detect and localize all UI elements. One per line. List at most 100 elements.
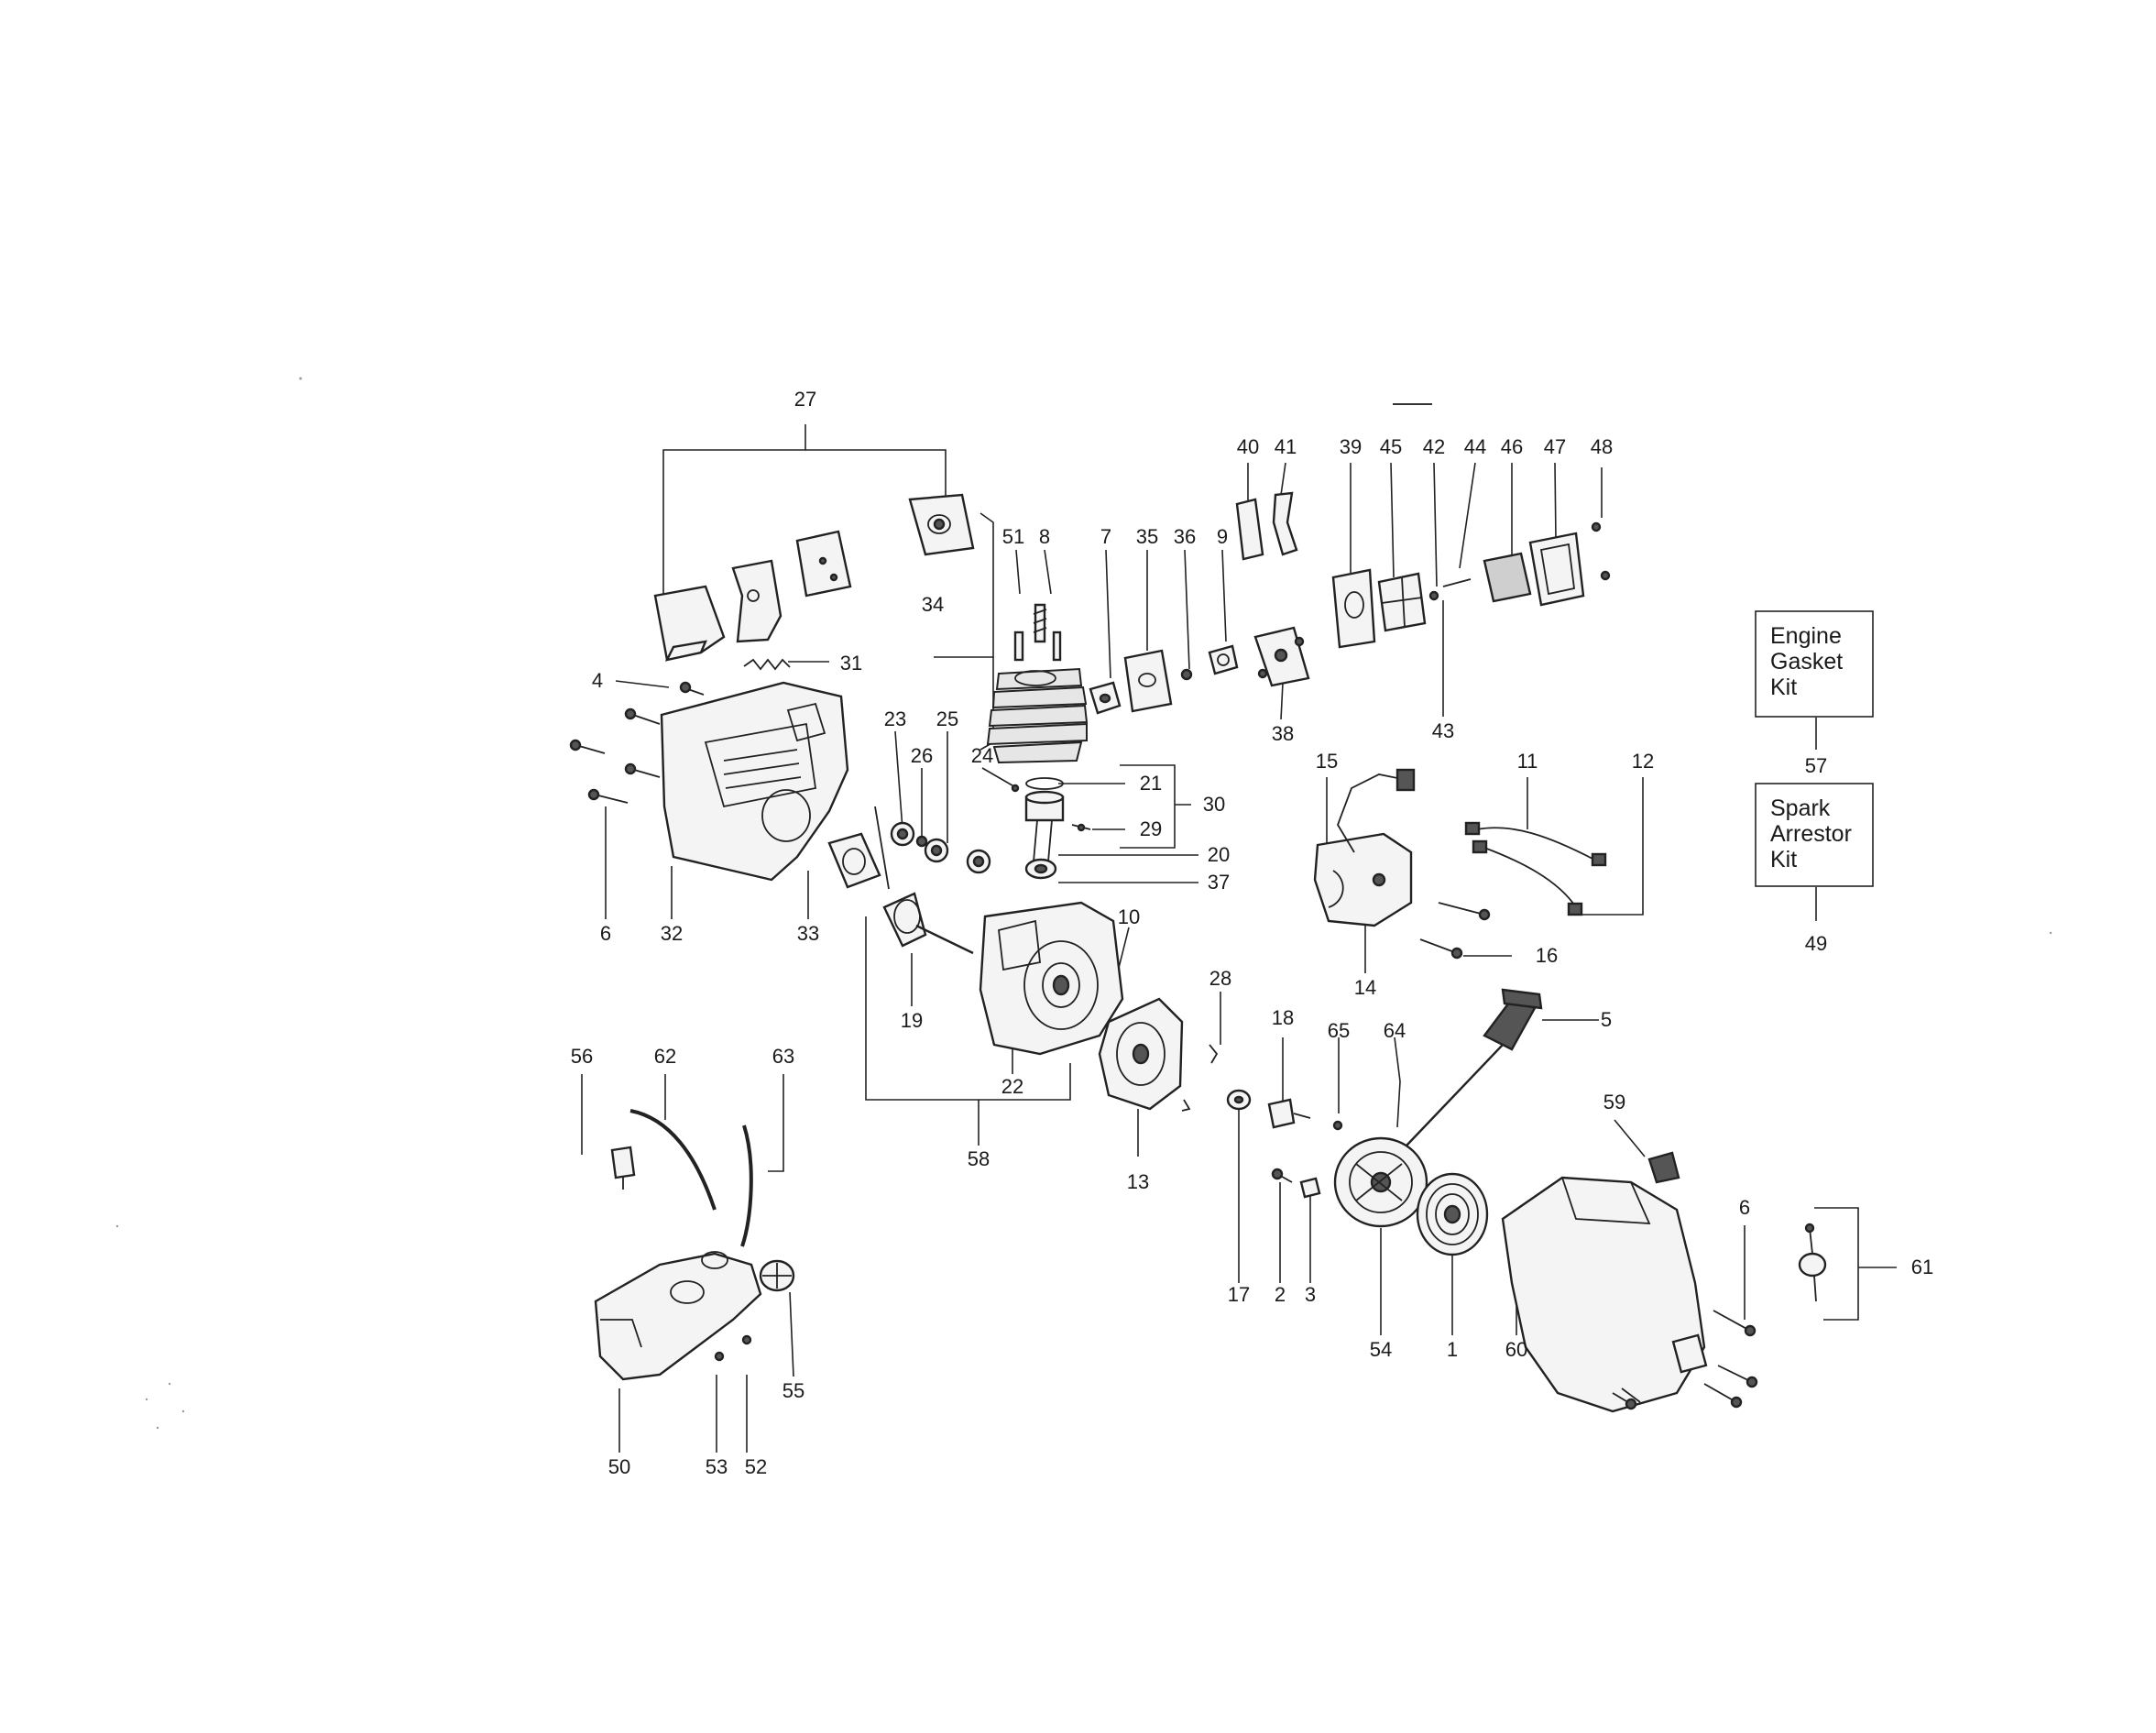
crank-axis-line	[874, 806, 890, 890]
part-label: 14	[1354, 976, 1376, 999]
part-label: 21	[1140, 772, 1162, 795]
part-label: 46	[1501, 435, 1523, 458]
insulator-7	[1089, 681, 1122, 715]
part-label: 7	[1100, 525, 1111, 548]
key-26	[915, 835, 928, 848]
part-label: 48	[1591, 435, 1613, 458]
part-label: 42	[1423, 435, 1445, 458]
screw-53	[714, 1351, 725, 1362]
air-filter-base-39	[1331, 568, 1376, 649]
clip-61	[1798, 1223, 1827, 1302]
part-label: 43	[1432, 719, 1454, 742]
engine-parts-drawings	[569, 491, 1827, 1413]
part-label: 4	[592, 669, 603, 692]
part-label: 11	[1517, 750, 1538, 773]
crankcase-22	[979, 901, 1124, 1056]
starter-handle-5	[1483, 988, 1543, 1051]
plate-40	[1235, 498, 1264, 561]
part-label: 53	[706, 1455, 728, 1478]
screw-48a	[1591, 521, 1602, 532]
part-label: 29	[1140, 817, 1162, 840]
part-label: 40	[1237, 435, 1259, 458]
part-label: 9	[1217, 525, 1228, 548]
part-label: 62	[654, 1045, 676, 1068]
part-label: 32	[661, 922, 683, 945]
part-label: 39	[1340, 435, 1362, 458]
shroud-screws	[1612, 1310, 1758, 1410]
starter-rope-64	[1406, 1044, 1504, 1146]
part-label: 34	[922, 593, 944, 616]
fuel-cap-55	[759, 1259, 795, 1292]
spark-arrestor-kit-line2: Arrestor	[1770, 821, 1852, 847]
washer-42	[1428, 590, 1439, 601]
starter-pulley-54	[1333, 1136, 1428, 1228]
air-filter-plate	[795, 530, 852, 598]
part-label: 23	[884, 707, 906, 730]
air-filter-element-46	[1483, 552, 1532, 603]
part-label: 27	[794, 388, 816, 411]
part-label: 64	[1384, 1019, 1406, 1042]
gasket-33	[827, 832, 881, 889]
carburetor-38	[1253, 626, 1310, 687]
part-label: 24	[971, 744, 993, 767]
fuel-tank-shroud-60	[1501, 1176, 1708, 1413]
part-label: 28	[1209, 967, 1231, 990]
part-label: 57	[1805, 754, 1827, 777]
ignition-module-15	[1313, 768, 1416, 927]
engine-gasket-kit-line3: Kit	[1770, 675, 1797, 700]
pawl-18	[1267, 1098, 1311, 1129]
screw-36	[1180, 668, 1193, 681]
clip-13	[1181, 1099, 1191, 1112]
part-label: 26	[911, 744, 933, 767]
engine-gasket-kit-box: Engine Gasket Kit	[1755, 610, 1874, 718]
part-label: 15	[1316, 750, 1338, 773]
filter-cover-47	[1528, 532, 1585, 607]
leader-lines	[581, 424, 1897, 1453]
wire-12	[1472, 839, 1583, 916]
part-label: 54	[1370, 1338, 1392, 1361]
part-label: 13	[1127, 1170, 1149, 1193]
engine-housing-32	[660, 681, 849, 882]
screw-48b	[1600, 570, 1611, 581]
part-label: 44	[1464, 435, 1486, 458]
part-label: 20	[1208, 843, 1230, 866]
spark-arrestor-kit-line1: Spark	[1770, 795, 1831, 821]
part-label: 60	[1505, 1338, 1527, 1361]
flywheel-housing-13	[1098, 997, 1184, 1111]
engine-gasket-kit-line1: Engine	[1770, 623, 1842, 649]
piston-assembly	[1011, 777, 1091, 880]
spring-28	[1209, 1044, 1219, 1064]
part-label: 25	[936, 707, 958, 730]
part-label: 63	[772, 1045, 794, 1068]
part-label: 52	[745, 1455, 767, 1478]
screw-65	[1332, 1120, 1343, 1131]
clamp-59	[1647, 1151, 1680, 1184]
part-number-labels: 27 40 41 39 45 42 44 46 47 48 51 8 7 35 …	[571, 388, 1933, 1478]
fuel-line-63	[740, 1124, 753, 1247]
part-label: 56	[571, 1045, 593, 1068]
part-label: 31	[840, 652, 862, 675]
spark-arrestor-kit-box: Spark Arrestor Kit	[1755, 783, 1874, 887]
part-label: 12	[1632, 750, 1654, 773]
screw-2	[1271, 1168, 1293, 1183]
air-filter-bracket	[731, 559, 783, 643]
screw-44	[1442, 578, 1472, 587]
part-label: 19	[901, 1009, 923, 1032]
fuel-tank-50	[594, 1251, 762, 1381]
choke-spring-31	[743, 658, 791, 671]
part-label: 37	[1208, 871, 1230, 894]
part-label: 3	[1305, 1283, 1316, 1306]
part-label: 49	[1805, 932, 1827, 955]
rewind-spring-1	[1416, 1172, 1489, 1256]
cylinder	[986, 603, 1089, 764]
part-label: 2	[1275, 1283, 1286, 1306]
part-label: 38	[1272, 722, 1294, 745]
spark-arrestor-kit-line3: Kit	[1770, 847, 1797, 872]
part-label: 6	[600, 922, 611, 945]
clip-24	[1011, 784, 1020, 793]
part-label: 8	[1039, 525, 1050, 548]
part-label: 50	[608, 1455, 630, 1478]
fuel-line-62	[629, 1109, 717, 1211]
part-label: 6	[1739, 1196, 1750, 1219]
